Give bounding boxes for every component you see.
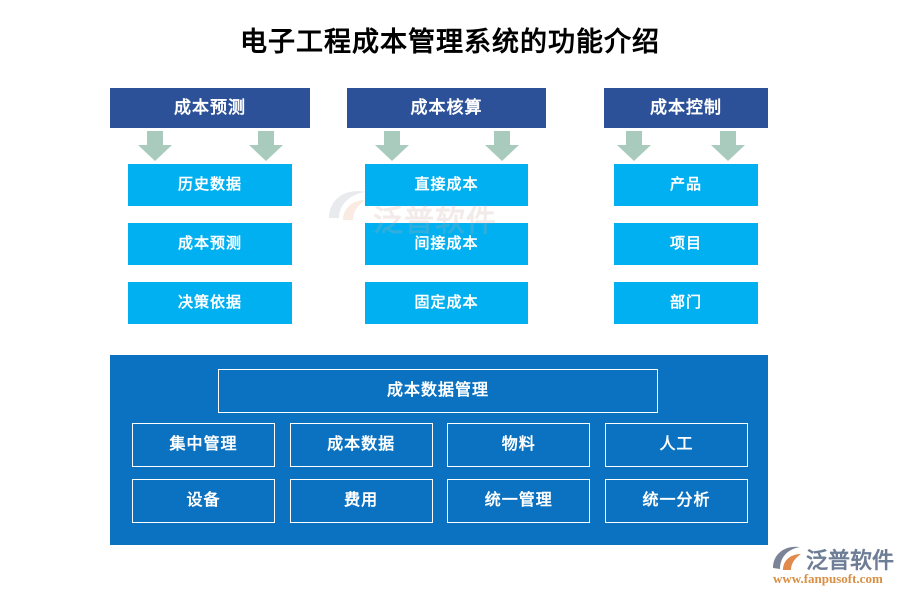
brand-name: 泛普软件: [806, 548, 895, 573]
column-items-cost-control: 产品 项目 部门: [604, 164, 768, 324]
column-header-cost-control[interactable]: 成本控制: [604, 88, 768, 128]
panel-cell[interactable]: 设备: [132, 479, 275, 523]
down-arrow-icon: [617, 131, 651, 161]
panel-grid: 集中管理 成本数据 物料 人工 设备 费用 统一管理 统一分析: [132, 423, 748, 535]
column-items-cost-accounting: 直接成本 间接成本 固定成本: [347, 164, 546, 324]
column-cost-control: 成本控制 产品 项目 部门: [604, 88, 768, 341]
column-cost-accounting: 成本核算 直接成本 间接成本 固定成本: [347, 88, 546, 341]
arrow-row-cost-forecast: [110, 131, 310, 161]
panel-cell[interactable]: 费用: [289, 479, 433, 523]
panel-header-cost-data-management[interactable]: 成本数据管理: [218, 369, 658, 413]
column-item[interactable]: 成本预测: [128, 223, 292, 265]
down-arrow-icon: [138, 131, 172, 161]
panel-cell[interactable]: 成本数据: [289, 423, 433, 467]
column-item[interactable]: 部门: [614, 282, 758, 324]
column-item[interactable]: 固定成本: [365, 282, 528, 324]
column-header-cost-accounting[interactable]: 成本核算: [347, 88, 546, 128]
column-cost-forecast: 成本预测 历史数据 成本预测 决策依据: [110, 88, 310, 341]
panel-cell[interactable]: 统一分析: [604, 479, 748, 523]
panel-cell[interactable]: 统一管理: [447, 479, 591, 523]
brand-url: www.fanpusoft.com: [773, 571, 883, 586]
panel-cell[interactable]: 物料: [447, 423, 591, 467]
column-header-cost-forecast[interactable]: 成本预测: [110, 88, 310, 128]
down-arrow-icon: [711, 131, 745, 161]
arrow-row-cost-control: [604, 131, 768, 161]
brand-logo: 泛普软件 www.fanpusoft.com: [770, 542, 895, 594]
page-title: 电子工程成本管理系统的功能介绍: [240, 27, 660, 57]
column-item[interactable]: 历史数据: [128, 164, 292, 206]
panel-cell[interactable]: 集中管理: [132, 423, 275, 467]
fanpu-swirl-icon: [770, 544, 804, 576]
panel-cell[interactable]: 人工: [604, 423, 748, 467]
down-arrow-icon: [249, 131, 283, 161]
column-item[interactable]: 间接成本: [365, 223, 528, 265]
down-arrow-icon: [375, 131, 409, 161]
down-arrow-icon: [485, 131, 519, 161]
column-item[interactable]: 项目: [614, 223, 758, 265]
arrow-row-cost-accounting: [347, 131, 546, 161]
cost-data-management-panel: 成本数据管理 集中管理 成本数据 物料 人工 设备 费用 统一管理 统一分析: [110, 355, 768, 545]
panel-row: 集中管理 成本数据 物料 人工: [132, 423, 748, 467]
column-item[interactable]: 直接成本: [365, 164, 528, 206]
panel-row: 设备 费用 统一管理 统一分析: [132, 479, 748, 523]
column-items-cost-forecast: 历史数据 成本预测 决策依据: [110, 164, 310, 324]
column-item[interactable]: 产品: [614, 164, 758, 206]
column-item[interactable]: 决策依据: [128, 282, 292, 324]
